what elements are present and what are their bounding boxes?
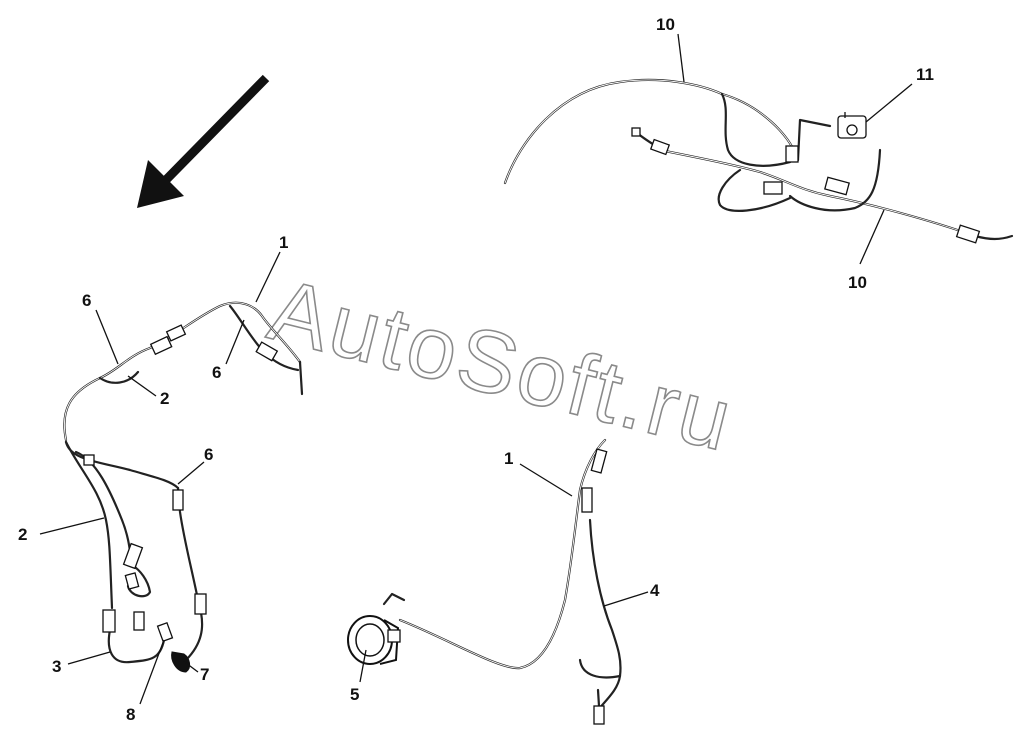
callout-6-center: 6 bbox=[212, 363, 221, 382]
leader-6b bbox=[225, 319, 245, 365]
leader-3 bbox=[67, 651, 111, 665]
callout-4: 4 bbox=[650, 581, 660, 600]
harness-3 bbox=[102, 609, 166, 664]
leader-8 bbox=[139, 639, 165, 705]
callout-6-lower: 6 bbox=[204, 445, 213, 464]
leader-5 bbox=[359, 649, 367, 683]
leader-2a bbox=[127, 375, 157, 397]
harness-2-branch bbox=[122, 542, 152, 598]
callout-2-lower: 2 bbox=[18, 525, 27, 544]
leader-10a bbox=[677, 33, 685, 83]
callout-7: 7 bbox=[200, 665, 209, 684]
sensor-7 bbox=[171, 651, 191, 673]
callout-11: 11 bbox=[916, 65, 934, 84]
leader-7 bbox=[181, 659, 199, 673]
watermark: AutoSoft.ru bbox=[259, 259, 744, 471]
harness-6-branch bbox=[172, 486, 207, 662]
callout-6-left: 6 bbox=[82, 291, 91, 310]
callout-3: 3 bbox=[52, 657, 61, 676]
leader-6c bbox=[177, 461, 205, 485]
watermark-text: AutoSoft.ru bbox=[260, 259, 743, 470]
callout-5: 5 bbox=[350, 685, 359, 704]
leader-1b bbox=[519, 463, 573, 497]
harness-10 bbox=[503, 78, 1014, 244]
callout-2-upper: 2 bbox=[160, 389, 169, 408]
callout-8: 8 bbox=[126, 705, 135, 724]
callout-1-center: 1 bbox=[504, 449, 513, 468]
callout-10-bottom: 10 bbox=[848, 273, 867, 292]
leader-6a bbox=[95, 309, 119, 365]
horn-5 bbox=[347, 615, 401, 665]
harness-center bbox=[382, 438, 622, 725]
arrow-down-left-icon bbox=[137, 74, 270, 208]
leader-4 bbox=[603, 591, 649, 607]
harness-left-upper bbox=[63, 301, 304, 610]
bracket-11 bbox=[837, 112, 867, 139]
leader-11 bbox=[865, 83, 913, 123]
callout-10-top: 10 bbox=[656, 15, 675, 34]
sensor-8 bbox=[156, 621, 174, 643]
leader-2b bbox=[39, 517, 105, 535]
leader-10b bbox=[859, 209, 885, 265]
callout-1-upper: 1 bbox=[279, 233, 288, 252]
leader-1a bbox=[255, 251, 281, 303]
